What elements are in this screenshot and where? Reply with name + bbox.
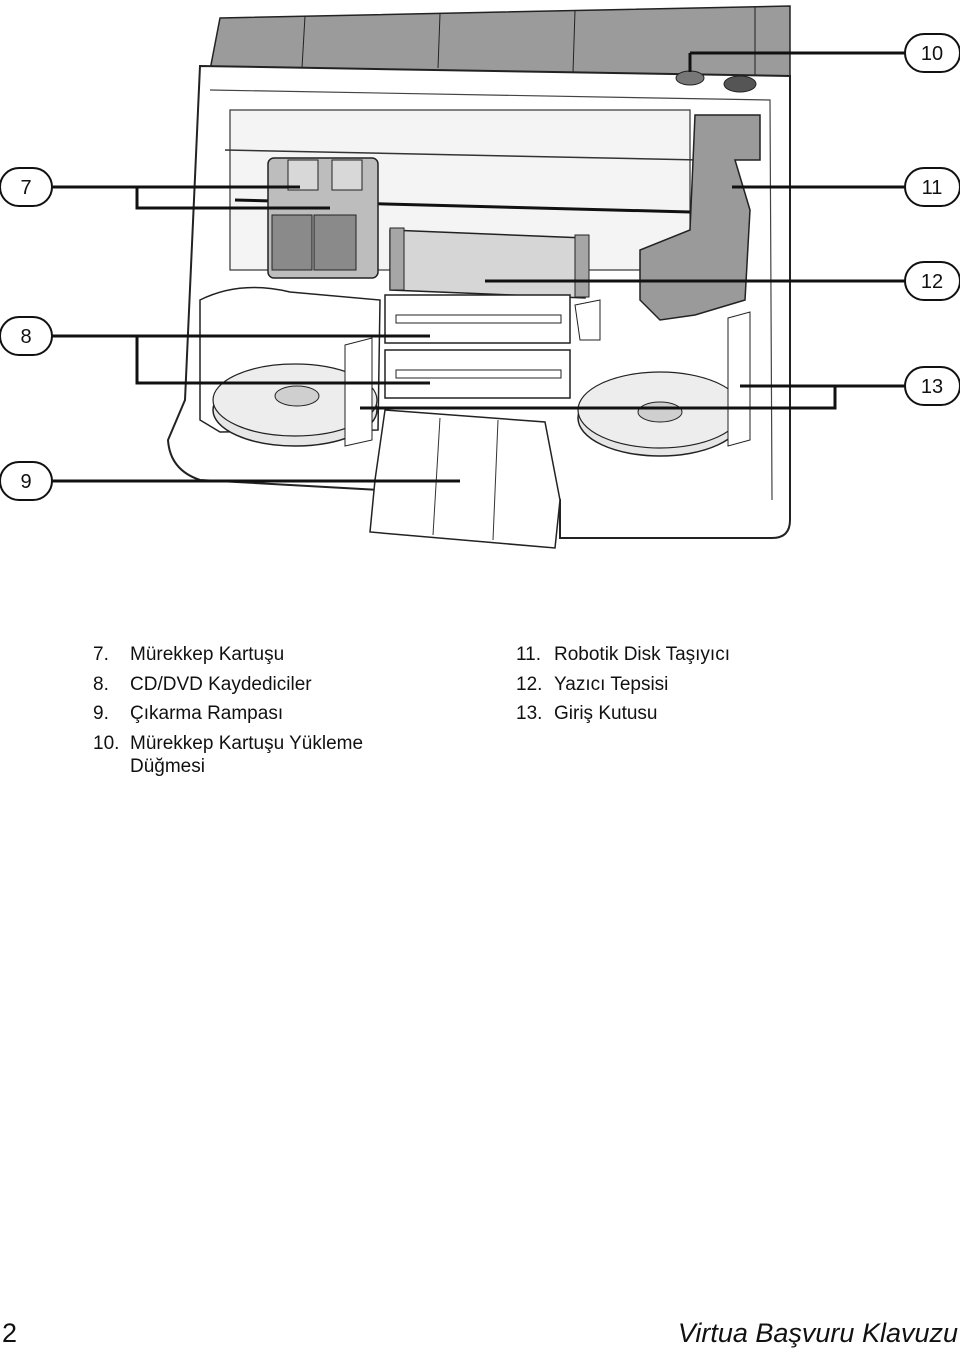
legend-item-10: 10. Mürekkep Kartuşu Yükleme Düğmesi xyxy=(93,732,364,777)
legend-item-9: 9. Çıkarma Rampası xyxy=(93,703,284,724)
reject-ramp xyxy=(369,409,561,549)
legend-right: 11. Robotik Disk Taşıyıcı 12. Yazıcı Tep… xyxy=(516,640,730,729)
callout-7: 7 xyxy=(0,167,330,210)
legend-left: 7. Mürekkep Kartuşu 8. CD/DVD Kaydedicil… xyxy=(93,640,420,778)
svg-text:7: 7 xyxy=(20,177,31,199)
callout-13: 13 xyxy=(360,366,960,410)
svg-text:13: 13 xyxy=(921,376,943,398)
manual-title: Virtua Başvuru Klavuzu xyxy=(677,1318,958,1348)
power-button xyxy=(723,75,757,93)
legend-item-13: 13. Giriş Kutusu xyxy=(516,703,658,724)
callout-12: 12 xyxy=(485,261,960,301)
input-bin xyxy=(574,299,751,457)
svg-text:8: 8 xyxy=(20,326,31,348)
callout-11: 11 xyxy=(732,167,960,207)
svg-text:12: 12 xyxy=(921,271,943,293)
robotic-disk-carrier xyxy=(639,114,761,321)
callout-8: 8 xyxy=(0,316,430,385)
left-disc-bin xyxy=(199,286,381,447)
legend-item-12: 12. Yazıcı Tepsisi xyxy=(516,673,669,695)
legend-item-7: 7. Mürekkep Kartuşu xyxy=(93,644,285,665)
device-diagram: 7 8 9 10 11 12 13 xyxy=(0,5,960,549)
callout-9: 9 xyxy=(0,461,460,501)
page-number: 2 xyxy=(2,1318,18,1348)
legend-item-11: 11. Robotik Disk Taşıyıcı xyxy=(516,644,730,665)
svg-text:10: 10 xyxy=(921,43,943,65)
callout-10: 10 xyxy=(688,33,960,73)
legend-item-8: 8. CD/DVD Kaydediciler xyxy=(93,673,312,695)
svg-text:9: 9 xyxy=(20,471,31,493)
cartridge-load-button xyxy=(675,70,705,86)
svg-text:11: 11 xyxy=(922,177,943,199)
printer-tray xyxy=(389,229,586,299)
